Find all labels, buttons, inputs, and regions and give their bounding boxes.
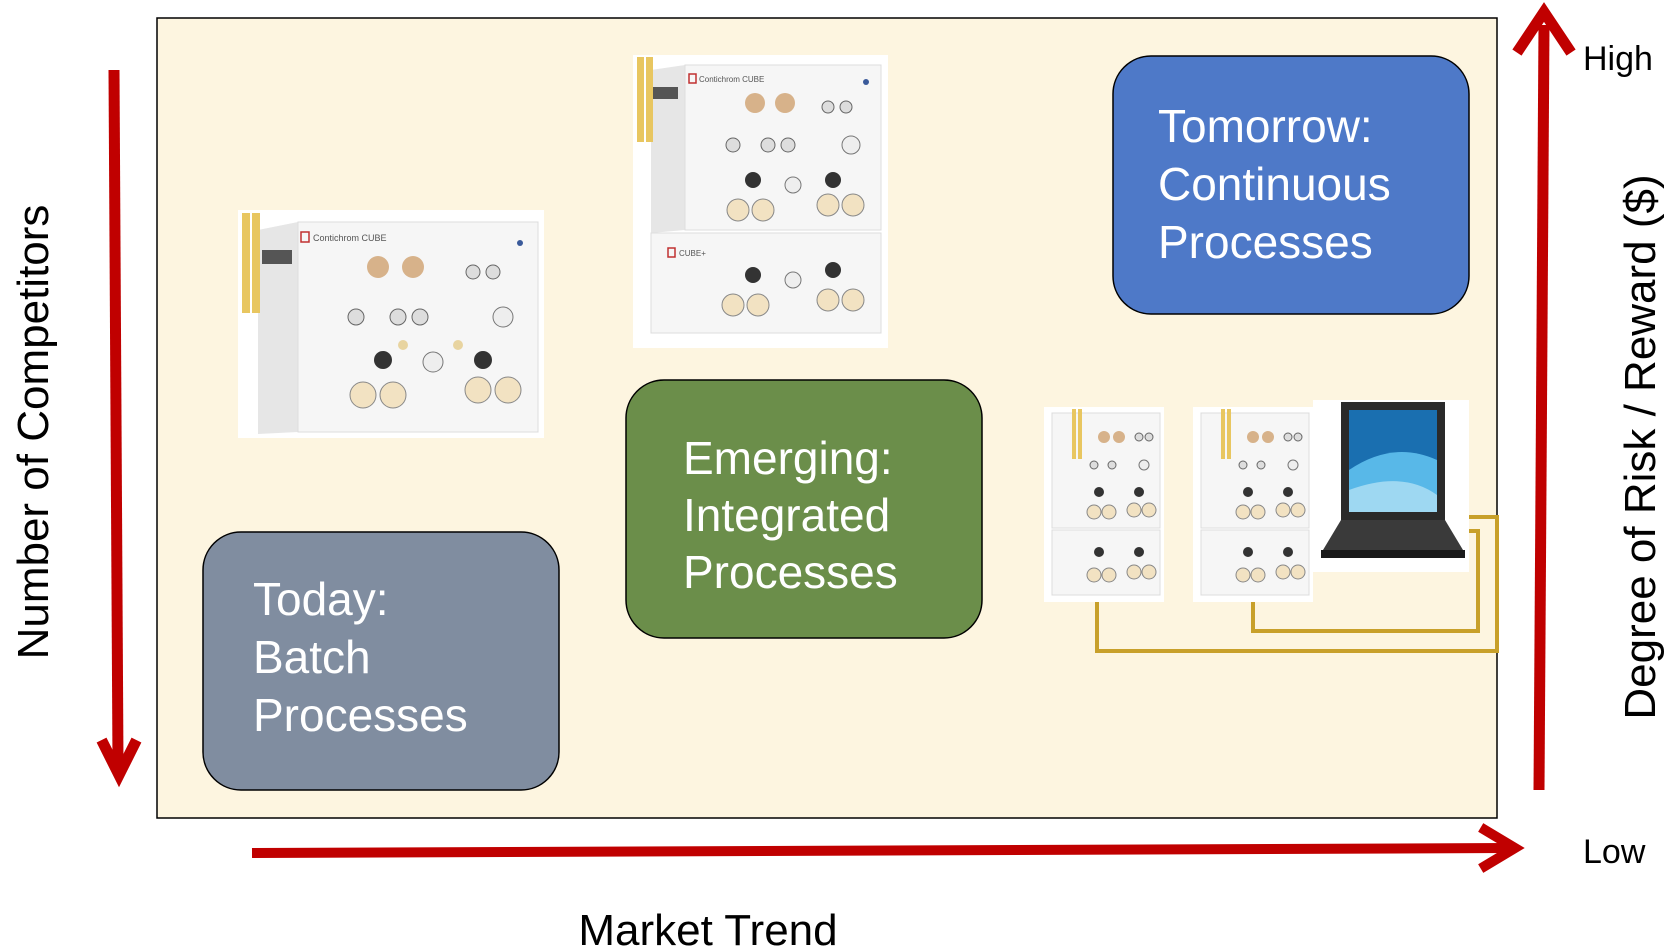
laptop-icon <box>1313 400 1469 572</box>
tomorrow-line3: Processes <box>1158 216 1373 268</box>
emerging-title: Emerging: <box>683 432 893 484</box>
today-title: Today: <box>253 573 389 625</box>
low-label: Low <box>1583 833 1646 871</box>
left-axis-label: Number of Competitors <box>9 205 58 660</box>
competitors-arrow <box>96 69 142 788</box>
risk-reward-arrow <box>1512 2 1576 791</box>
today-box: Today: Batch Processes <box>202 531 560 791</box>
emerging-line3: Processes <box>683 546 898 598</box>
single-cube-unit-icon: Contichrom CUBE <box>238 210 544 438</box>
stacked-cube-label: Contichrom CUBE <box>699 75 764 84</box>
stacked-cube-lower-label: CUBE+ <box>679 249 706 258</box>
today-line2: Batch <box>253 631 371 683</box>
cube-label: Contichrom CUBE <box>313 233 387 243</box>
tomorrow-box: Tomorrow: Continuous Processes <box>1112 55 1470 315</box>
high-label: High <box>1583 40 1653 78</box>
stacked-cube-unit-icon: Contichrom CUBE CUBE+ <box>633 55 888 348</box>
x-axis-label: Market Trend <box>578 906 837 951</box>
emerging-line2: Integrated <box>683 489 890 541</box>
continuous-system-icon <box>1044 400 1499 653</box>
market-trend-arrow <box>251 823 1525 873</box>
right-axis-label: Degree of Risk / Reward ($) <box>1616 174 1665 719</box>
tomorrow-title: Tomorrow: <box>1158 100 1373 152</box>
emerging-box: Emerging: Integrated Processes <box>625 379 983 639</box>
today-line3: Processes <box>253 689 468 741</box>
tomorrow-line2: Continuous <box>1158 158 1391 210</box>
